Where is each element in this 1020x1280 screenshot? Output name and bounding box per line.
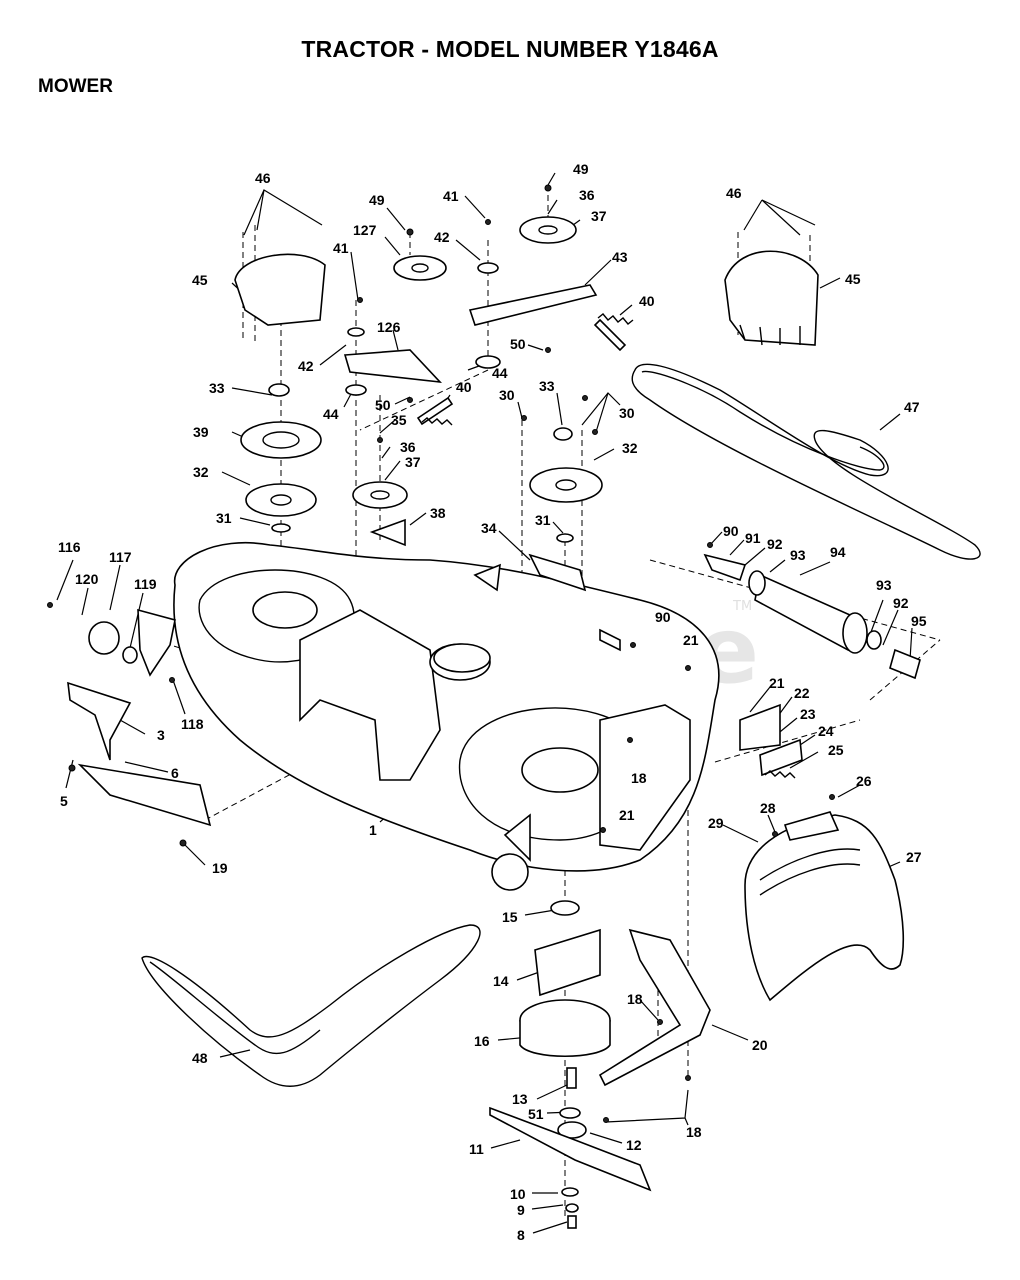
belt-48 bbox=[141, 924, 481, 1087]
label-31-right: 31 bbox=[535, 512, 551, 528]
label-93: 93 bbox=[876, 577, 892, 593]
belt-47 bbox=[631, 363, 981, 560]
label-117: 117 bbox=[109, 549, 132, 565]
label-92-top: 92 bbox=[767, 536, 783, 552]
label-35: 35 bbox=[391, 412, 407, 428]
label-40-left: 40 bbox=[456, 379, 472, 395]
watermark-tm: TM bbox=[732, 599, 752, 614]
label-126: 126 bbox=[377, 319, 401, 335]
label-23: 23 bbox=[800, 706, 816, 722]
label-27: 27 bbox=[906, 849, 922, 865]
label-46-right: 46 bbox=[726, 185, 742, 201]
label-116: 116 bbox=[58, 539, 81, 555]
label-25: 25 bbox=[828, 742, 844, 758]
label-10: 10 bbox=[510, 1186, 526, 1202]
label-5: 5 bbox=[60, 793, 68, 809]
label-12: 12 bbox=[626, 1137, 642, 1153]
label-47: 47 bbox=[904, 399, 920, 415]
label-18-mid: 18 bbox=[631, 770, 647, 786]
page-title: TRACTOR - MODEL NUMBER Y1846A bbox=[301, 36, 719, 62]
label-33-left: 33 bbox=[209, 380, 225, 396]
spindle-and-blade bbox=[489, 900, 652, 1229]
label-20: 20 bbox=[752, 1037, 768, 1053]
section-label: MOWER bbox=[38, 76, 113, 97]
label-90-top: 90 bbox=[723, 523, 739, 539]
discharge-chute bbox=[744, 811, 905, 1002]
label-21-top: 21 bbox=[683, 632, 699, 648]
label-31-left: 31 bbox=[216, 510, 232, 526]
label-14: 14 bbox=[493, 973, 509, 989]
label-28: 28 bbox=[760, 800, 776, 816]
label-40-right: 40 bbox=[639, 293, 655, 309]
label-92: 92 bbox=[893, 595, 909, 611]
label-11: 11 bbox=[469, 1141, 484, 1157]
label-48: 48 bbox=[192, 1050, 208, 1066]
label-8: 8 bbox=[517, 1227, 525, 1243]
label-45-right: 45 bbox=[845, 271, 861, 287]
label-15: 15 bbox=[502, 909, 518, 925]
label-21: 21 bbox=[769, 675, 785, 691]
label-26: 26 bbox=[856, 773, 872, 789]
label-3: 3 bbox=[157, 727, 165, 743]
label-49-top: 49 bbox=[573, 161, 589, 177]
label-120: 120 bbox=[75, 571, 99, 587]
label-90: 90 bbox=[655, 609, 671, 625]
springs bbox=[421, 313, 796, 779]
label-34: 34 bbox=[481, 520, 497, 536]
label-36-top: 36 bbox=[579, 187, 595, 203]
label-118: 118 bbox=[181, 716, 204, 732]
label-29: 29 bbox=[708, 815, 724, 831]
label-51: 51 bbox=[528, 1106, 544, 1122]
roller-assembly bbox=[703, 553, 921, 680]
label-1: 1 bbox=[369, 822, 377, 838]
label-119: 119 bbox=[134, 576, 157, 592]
label-13: 13 bbox=[512, 1091, 528, 1107]
label-50-left: 50 bbox=[375, 397, 391, 413]
pulleys bbox=[240, 216, 603, 673]
label-91: 91 bbox=[745, 530, 761, 546]
label-95: 95 bbox=[911, 613, 927, 629]
label-43: 43 bbox=[612, 249, 628, 265]
label-93-top: 93 bbox=[790, 547, 806, 563]
label-36: 36 bbox=[400, 439, 416, 455]
label-33-right: 33 bbox=[539, 378, 555, 394]
label-39: 39 bbox=[193, 424, 209, 440]
label-24: 24 bbox=[818, 723, 834, 739]
label-94: 94 bbox=[830, 544, 846, 560]
label-37: 37 bbox=[405, 454, 421, 470]
label-16: 16 bbox=[474, 1033, 490, 1049]
label-19: 19 bbox=[212, 860, 228, 876]
label-41-top: 41 bbox=[443, 188, 459, 204]
label-38: 38 bbox=[430, 505, 446, 521]
label-42: 42 bbox=[298, 358, 314, 374]
label-46-left: 46 bbox=[255, 170, 271, 186]
label-6: 6 bbox=[171, 765, 179, 781]
label-18: 18 bbox=[627, 991, 643, 1007]
label-45-left: 45 bbox=[192, 272, 208, 288]
label-49: 49 bbox=[369, 192, 385, 208]
label-30-left: 30 bbox=[499, 387, 515, 403]
label-30-right: 30 bbox=[619, 405, 635, 421]
label-32-left: 32 bbox=[193, 464, 209, 480]
label-50-right: 50 bbox=[510, 336, 526, 352]
label-44-left: 44 bbox=[323, 406, 339, 422]
label-18-bottom: 18 bbox=[686, 1124, 702, 1140]
label-9: 9 bbox=[517, 1202, 525, 1218]
label-37-top: 37 bbox=[591, 208, 607, 224]
label-22: 22 bbox=[794, 685, 810, 701]
label-127: 127 bbox=[353, 222, 377, 238]
mower-deck bbox=[173, 541, 720, 891]
label-42-top: 42 bbox=[434, 229, 450, 245]
label-32-right: 32 bbox=[622, 440, 638, 456]
belt-covers bbox=[234, 250, 819, 346]
small-hardware bbox=[47, 184, 835, 1123]
label-21-bottom: 21 bbox=[619, 807, 635, 823]
label-41: 41 bbox=[333, 240, 349, 256]
label-44-right: 44 bbox=[492, 365, 508, 381]
brackets-and-idler-arms bbox=[67, 284, 803, 1087]
callout-labels: 46 49 41 49 36 37 46 127 42 43 45 45 41 … bbox=[58, 161, 927, 1243]
